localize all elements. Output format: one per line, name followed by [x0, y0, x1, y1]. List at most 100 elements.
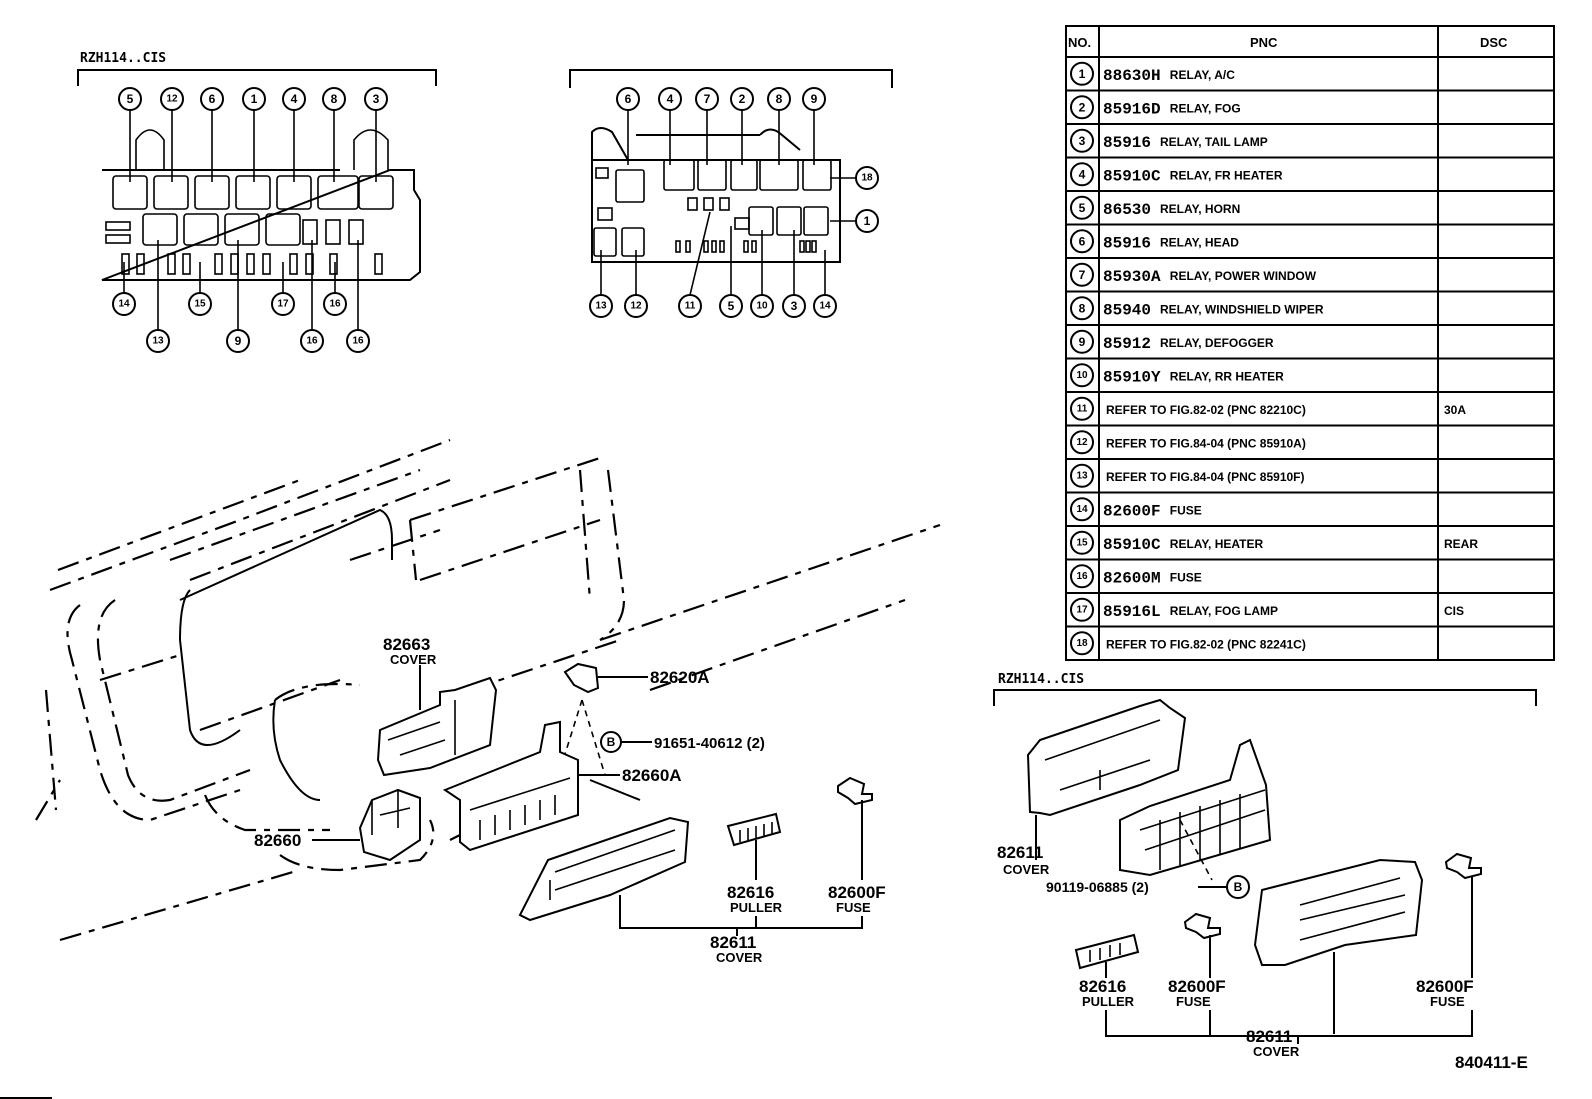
- row-number-circle: [1070, 497, 1094, 522]
- svg-text:8: 8: [776, 92, 783, 106]
- row-pnc: 85930A: [1103, 268, 1161, 286]
- callout: 4: [658, 87, 682, 165]
- row-number-circle: [1070, 296, 1094, 321]
- row-number-circle: [1070, 530, 1094, 555]
- callout: 7: [695, 87, 719, 165]
- relay-slot: [803, 206, 829, 236]
- fuse-slot: [214, 253, 223, 275]
- callout: 12: [624, 250, 648, 318]
- svg-text:9: 9: [811, 92, 818, 106]
- callout: 10: [750, 230, 774, 318]
- svg-text:6: 6: [209, 92, 216, 106]
- group-bracket: [1105, 1010, 1473, 1037]
- relay-slot: [730, 159, 758, 191]
- callout: 15: [188, 262, 212, 316]
- svg-text:6: 6: [625, 92, 632, 106]
- row-number: 9: [1079, 335, 1086, 349]
- puller-82616-pnc: 82616: [727, 883, 774, 902]
- cover-82611-pnc: 82611: [710, 933, 756, 952]
- row-pnc: 85940: [1103, 301, 1151, 319]
- relay-slot: [663, 159, 695, 191]
- bracket-82620a-pnc: 82620A: [650, 668, 710, 687]
- svg-text:11: 11: [685, 301, 696, 312]
- svg-text:9: 9: [235, 334, 242, 348]
- relay-slot: [697, 159, 727, 191]
- row-number: 4: [1079, 167, 1086, 181]
- fuse-slot: [305, 253, 314, 275]
- callout: 8: [322, 87, 346, 182]
- callout: 4: [282, 87, 306, 182]
- svg-text:12: 12: [166, 94, 178, 105]
- callout: 3: [364, 87, 388, 182]
- row-number: 15: [1076, 537, 1088, 548]
- svg-text:4: 4: [291, 92, 298, 106]
- bracket-line: [77, 69, 437, 86]
- relay-slot: [621, 227, 645, 257]
- row-description: RELAY, DEFOGGER: [1160, 336, 1274, 350]
- cis-fuse-b-pnc: 82600F: [1416, 977, 1474, 996]
- row-pnc: 86530: [1103, 201, 1151, 219]
- callout: 11: [678, 211, 711, 318]
- svg-text:4: 4: [667, 92, 674, 106]
- relay-slot: [153, 175, 189, 210]
- callout: 9: [802, 87, 826, 165]
- fuse-slot: [329, 253, 338, 275]
- relay-slot: [317, 175, 359, 210]
- svg-text:1: 1: [864, 214, 871, 228]
- row-number-circle: [1070, 128, 1094, 153]
- cover-82611-name: COVER: [716, 950, 763, 965]
- row-number-circle: [1070, 396, 1094, 421]
- row-description: RELAY, WINDSHIELD WIPER: [1160, 302, 1324, 316]
- row-description: REFER TO FIG.84-04 (PNC 85910A): [1106, 436, 1306, 450]
- cover-82663-pnc: 82663: [383, 635, 430, 654]
- cover-82663-name: COVER: [390, 652, 437, 667]
- callout: 16: [323, 262, 347, 316]
- relay-slot: [183, 213, 219, 246]
- box-tab: [353, 129, 389, 170]
- row-description: RELAY, POWER WINDOW: [1170, 269, 1317, 283]
- callout: 2: [730, 87, 754, 165]
- fuse-slot: [325, 219, 341, 245]
- row-description: REFER TO FIG.82-02 (PNC 82210C): [1106, 403, 1306, 417]
- svg-text:12: 12: [630, 301, 642, 312]
- fuse-slot: [734, 217, 750, 230]
- relay-slot: [224, 213, 260, 246]
- callout: 16: [346, 240, 370, 353]
- fuse-slot: [182, 253, 191, 275]
- cis-cover-bottom-part: [1253, 858, 1424, 966]
- row-description: REFER TO FIG.84-04 (PNC 85910F): [1106, 470, 1305, 484]
- cis-fuse-a-part: [1183, 912, 1221, 940]
- callout: 12: [160, 87, 184, 182]
- row-number-circle: [1070, 262, 1094, 287]
- row-number-circle: [1070, 329, 1094, 354]
- svg-text:13: 13: [595, 301, 607, 312]
- row-number: 17: [1076, 604, 1088, 615]
- fuse-slot: [597, 207, 613, 221]
- svg-text:16: 16: [329, 299, 341, 310]
- fuse-82600f-part: [837, 776, 873, 806]
- cis-relay-block-part: [1119, 738, 1272, 877]
- cis-puller-name: PULLER: [1082, 994, 1135, 1009]
- row-description: FUSE: [1170, 570, 1202, 584]
- fuse-slot: [262, 253, 271, 275]
- fuse-slot: [719, 197, 730, 211]
- cis-fuse-b-name: FUSE: [1430, 994, 1465, 1009]
- callout: 5: [719, 226, 743, 318]
- cis-fuse-a-name: FUSE: [1176, 994, 1211, 1009]
